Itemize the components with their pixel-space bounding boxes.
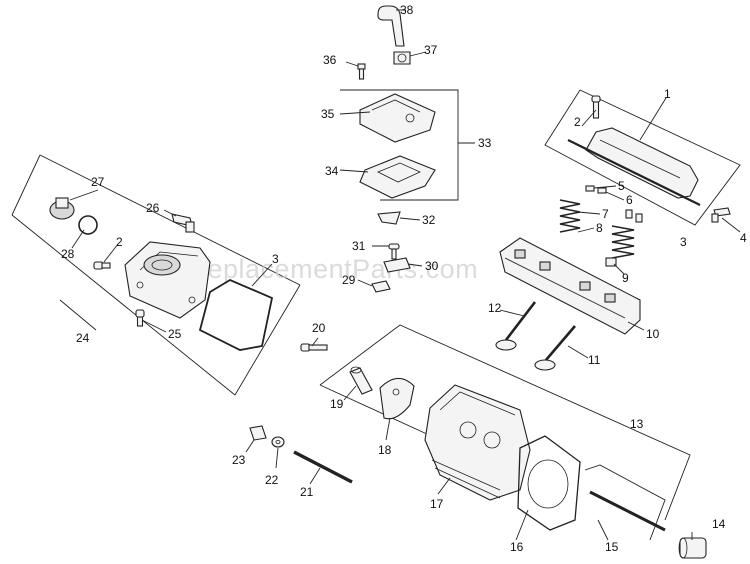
part-1-rocker-cover: [567, 127, 701, 206]
callout-37: 37: [424, 43, 438, 57]
part-12-valve: [495, 301, 537, 351]
part-18-guide-plate: [379, 377, 415, 420]
callout-23: 23: [232, 453, 246, 467]
callout-18: 18: [378, 443, 392, 457]
callout-labels: 38 37 36 35 33 34 32 31 30 29 27 26 2 28…: [61, 3, 747, 554]
callout-29: 29: [342, 273, 356, 287]
callout-6: 6: [626, 193, 633, 207]
callout-34: 34: [325, 164, 339, 178]
callout-24: 24: [76, 331, 90, 345]
part-30-filter: [383, 257, 411, 273]
part-29-retainer: [371, 280, 391, 293]
part-21-stud: [293, 450, 353, 484]
part-3-gasket-left: [198, 278, 274, 351]
part-10-rocker-bridge: [499, 237, 641, 335]
part-22-washer: [271, 436, 285, 448]
part-34-breather-plate: [359, 155, 436, 199]
part-28-o-ring: [78, 215, 98, 235]
callout-35: 35: [321, 107, 335, 121]
callout-30: 30: [425, 259, 439, 273]
part-27-oil-fill-cap: [49, 197, 75, 220]
callout-31: 31: [352, 239, 366, 253]
part-31-screw: [388, 243, 400, 260]
part-37-clamp: [393, 51, 411, 65]
part-17-cylinder-head: [424, 384, 531, 501]
part-24-valve-cover-housing: [124, 241, 211, 319]
part-36-screw: [357, 63, 366, 80]
callout-8: 8: [596, 221, 603, 235]
callout-21: 21: [300, 485, 314, 499]
part-4-clip: [711, 207, 731, 223]
callout-38: 38: [400, 3, 414, 17]
callout-13: 13: [630, 417, 644, 431]
part-38-breather-tube: [377, 5, 405, 47]
leader-lines: [59, 9, 741, 541]
part-16-head-gasket: [517, 435, 581, 531]
callout-19: 19: [330, 397, 344, 411]
callout-36: 36: [323, 53, 337, 67]
callout-3-left: 3: [272, 252, 279, 266]
callout-1: 1: [664, 87, 671, 101]
callout-10: 10: [646, 327, 660, 341]
part-2-screw-right: [591, 95, 601, 119]
part-23-nut: [249, 425, 267, 441]
callout-12: 12: [488, 301, 502, 315]
part-2-screw-left: [93, 261, 111, 270]
callout-27: 27: [91, 175, 105, 189]
callout-2-left: 2: [116, 235, 123, 249]
watermark-text: eReplacementParts.com: [172, 254, 478, 284]
callout-26: 26: [146, 201, 160, 215]
callout-15: 15: [605, 540, 619, 554]
callout-25: 25: [168, 327, 182, 341]
group-brackets: [11, 89, 741, 541]
part-15-push-rod: [589, 490, 666, 532]
callout-16: 16: [510, 540, 524, 554]
part-14-lifter: [678, 537, 707, 559]
callout-9: 9: [622, 271, 629, 285]
callout-28: 28: [61, 247, 75, 261]
callout-7: 7: [602, 207, 609, 221]
part-11-valve: [534, 325, 576, 371]
callout-17: 17: [430, 497, 444, 511]
callout-33: 33: [478, 136, 492, 150]
part-5-6-keepers: [585, 185, 643, 223]
callout-22: 22: [265, 473, 279, 487]
part-32-reed: [377, 211, 401, 225]
callout-4: 4: [740, 231, 747, 245]
part-26-fitting: [171, 213, 195, 233]
part-7-8-valve-springs: [559, 199, 635, 259]
part-35-breather-cover: [359, 93, 436, 143]
part-25-screw: [135, 309, 145, 327]
part-19-guide: [349, 366, 373, 395]
callout-5: 5: [618, 179, 625, 193]
callout-14: 14: [712, 517, 726, 531]
callout-32: 32: [422, 213, 436, 227]
callout-20: 20: [312, 321, 326, 335]
part-20-bolt: [300, 343, 328, 352]
part-9-spring-seat: [605, 257, 617, 267]
callout-11: 11: [588, 353, 601, 367]
callout-3-right: 3: [680, 235, 687, 249]
callout-2-right: 2: [574, 115, 581, 129]
